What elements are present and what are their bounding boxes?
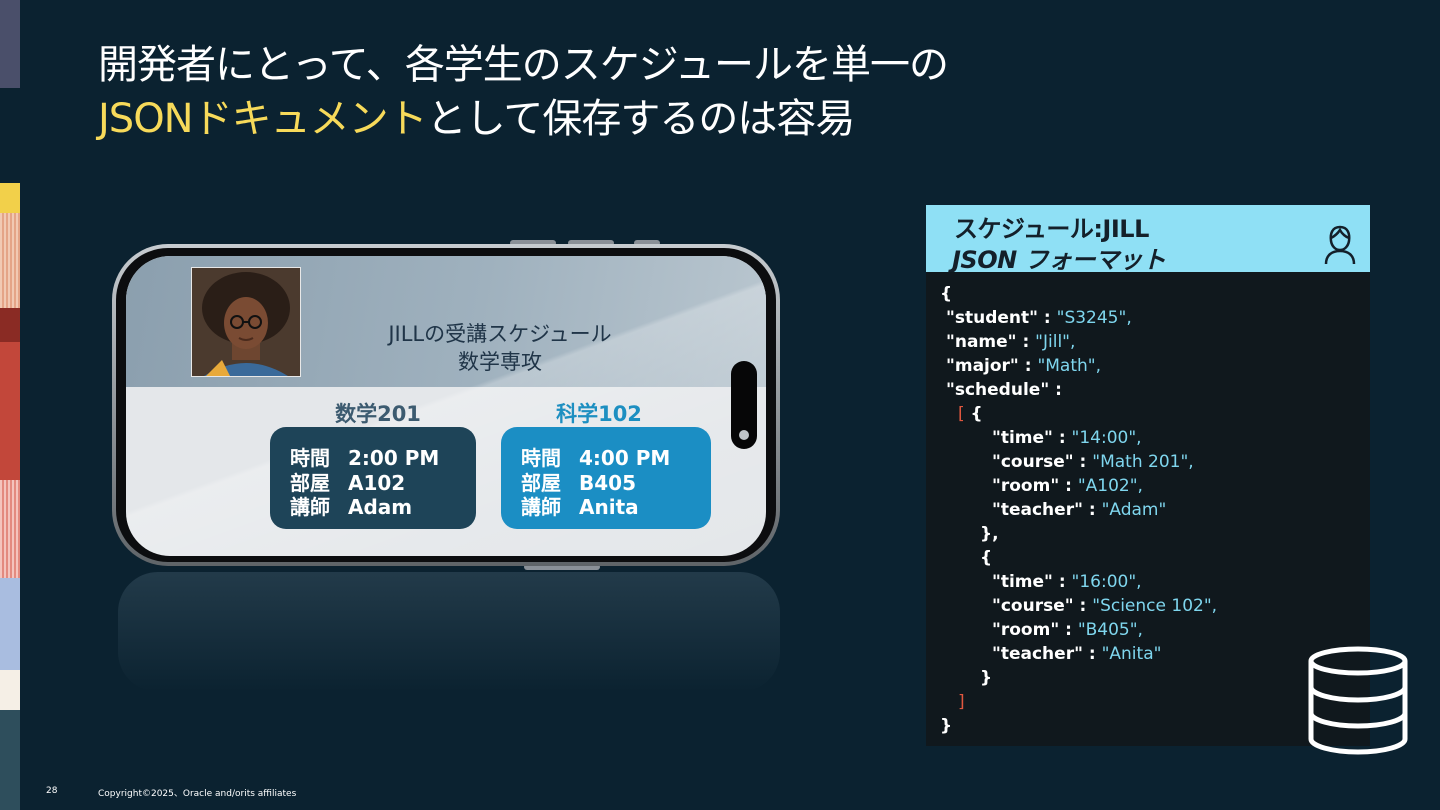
json-panel-header: スケジュール:JILL JSON フォーマット [926, 205, 1370, 274]
card-label: 時間 [521, 446, 561, 470]
json-line: "room" : "B405", [992, 620, 1143, 640]
schedule-heading: JILLの受講スケジュール 数学専攻 [360, 320, 640, 376]
json-line: "course" : "Math 201", [992, 452, 1194, 472]
json-line: "schedule" : [946, 380, 1062, 400]
json-line: "teacher" : "Adam" [992, 500, 1167, 520]
course-name-math: 数学201 [335, 402, 421, 426]
camera-island [731, 361, 757, 449]
json-line: "time" : "16:00", [992, 572, 1142, 592]
slide-title: 開発者にとって、各学生のスケジュールを単一の JSONドキュメントとして保存する… [98, 38, 949, 146]
json-line: "name" : "Jill", [946, 332, 1076, 352]
json-line: "student" : "S3245", [946, 308, 1132, 328]
json-line: { [940, 284, 953, 304]
json-line: [ { [958, 404, 983, 424]
course-card-science[interactable]: 時間 4:00 PM 部屋 B405 講師 Anita [501, 427, 711, 529]
json-line: "time" : "14:00", [992, 428, 1142, 448]
phone-reflection [118, 572, 780, 692]
card-label: 講師 [521, 495, 561, 519]
database-icon [1308, 646, 1408, 755]
card-value: A102 [348, 471, 406, 495]
course-name-science: 科学102 [556, 402, 642, 426]
card-value: 2:00 PM [348, 446, 440, 470]
json-line: } [980, 668, 993, 688]
json-code-block: { "student" : "S3245", "name" : "Jill", … [926, 272, 1370, 746]
student-icon [1324, 225, 1356, 265]
card-label: 時間 [290, 446, 330, 470]
json-line: } [940, 716, 953, 736]
card-value: B405 [579, 471, 636, 495]
schedule-subtitle: 数学専攻 [458, 350, 542, 374]
json-line: "major" : "Math", [946, 356, 1102, 376]
title-line-1: 開発者にとって、各学生のスケジュールを単一の [98, 42, 949, 88]
course-card-math[interactable]: 時間 2:00 PM 部屋 A102 講師 Adam [270, 427, 476, 529]
decorative-strip [0, 0, 20, 810]
card-label: 部屋 [521, 471, 561, 495]
student-avatar [191, 267, 301, 377]
json-line: ] [958, 692, 965, 712]
page-number: 28 [46, 786, 58, 796]
json-line: }, [980, 524, 999, 544]
phone-button [634, 240, 660, 246]
card-value: Adam [348, 495, 413, 519]
phone-button [524, 564, 600, 570]
card-value: 4:00 PM [579, 446, 671, 470]
json-line: "room" : "A102", [992, 476, 1143, 496]
phone-button [568, 240, 614, 246]
copyright: Copyright©2025、Oracle and/orits affiliat… [98, 789, 297, 799]
json-header-title: スケジュール:JILL [954, 215, 1149, 243]
title-rest: として保存するのは容易 [426, 96, 856, 142]
phone-button [510, 240, 556, 246]
card-value: Anita [579, 495, 639, 519]
json-line: "teacher" : "Anita" [992, 644, 1162, 664]
json-header-subtitle: JSON フォーマット [952, 246, 1166, 274]
json-line: { [980, 548, 993, 568]
json-line: "course" : "Science 102", [992, 596, 1218, 616]
title-line-2: JSONドキュメントとして保存するのは容易 [98, 92, 948, 146]
title-highlight: JSONドキュメント [98, 96, 428, 142]
card-label: 部屋 [290, 471, 330, 495]
schedule-title: JILLの受講スケジュール [388, 322, 612, 346]
card-label: 講師 [290, 495, 330, 519]
